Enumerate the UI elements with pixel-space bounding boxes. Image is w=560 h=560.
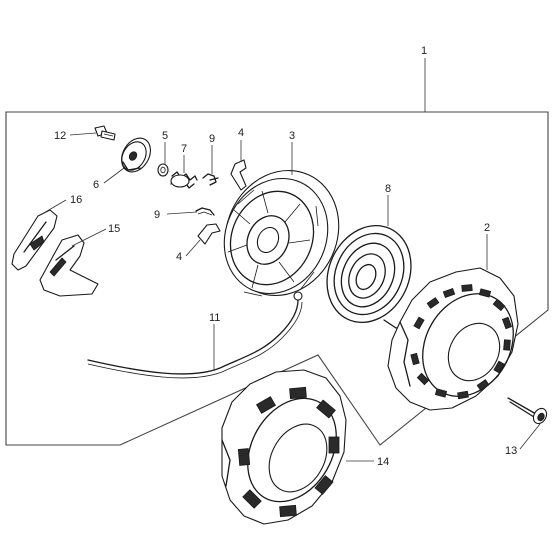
part-spring-7[interactable]	[170, 171, 198, 189]
callout-11: 11	[209, 312, 220, 324]
part-washer-5[interactable]	[157, 163, 169, 177]
part-starter-case-2[interactable]	[387, 267, 531, 413]
callout-4-lower: 4	[176, 251, 182, 263]
callout-2: 2	[484, 222, 490, 234]
callout-5: 5	[162, 130, 168, 142]
part-clip-9-lower[interactable]	[195, 207, 215, 216]
callout-6: 6	[93, 179, 99, 191]
callout-13: 13	[505, 445, 517, 457]
callout-8: 8	[385, 183, 391, 195]
part-starter-cup-14[interactable]	[221, 369, 354, 525]
part-pawl-4-upper[interactable]	[230, 159, 247, 191]
callout-1: 1	[421, 45, 427, 57]
callout-7: 7	[181, 143, 187, 155]
part-pawl-4-lower[interactable]	[197, 223, 221, 245]
callout-4-upper: 4	[238, 127, 244, 139]
callout-12: 12	[54, 130, 66, 142]
part-reel-3[interactable]	[205, 152, 359, 314]
part-starter-handle-16[interactable]	[11, 209, 58, 271]
callout-15: 15	[108, 223, 120, 235]
assembly-frame	[5, 111, 549, 446]
part-bolt-12[interactable]	[94, 125, 116, 141]
callout-9-upper: 9	[209, 133, 215, 145]
callout-9-lower: 9	[154, 209, 160, 221]
part-starter-rope-11[interactable]	[87, 291, 303, 379]
part-ratchet-guide-6[interactable]	[116, 133, 157, 177]
leader-lines	[41, 58, 541, 462]
callout-16: 16	[70, 194, 82, 206]
part-flange-bolt-13[interactable]	[507, 397, 549, 426]
callout-14: 14	[377, 456, 389, 468]
part-clip-9-upper[interactable]	[202, 173, 219, 186]
callout-3: 3	[289, 130, 295, 142]
part-recoil-spring-8[interactable]	[312, 212, 427, 336]
callout-labels: 1 2 3 4 4 5 6 7 8 9 9 11 12 13 14 15 16	[54, 45, 517, 468]
part-handle-cover-15[interactable]	[39, 234, 99, 297]
